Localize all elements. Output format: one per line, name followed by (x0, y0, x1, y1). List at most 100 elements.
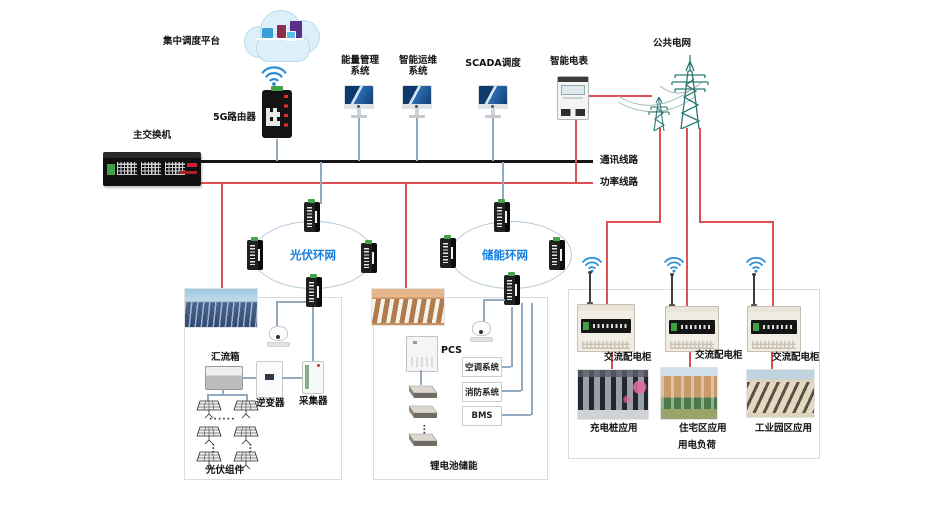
pv-panel-icon (233, 451, 259, 470)
industrial-photo (746, 369, 815, 418)
cabinet3-photo-line (771, 350, 773, 370)
transmission-tower-large-icon (671, 55, 709, 129)
pv-panel-icon (233, 400, 259, 419)
battery-module-icon (408, 433, 438, 446)
storage-farm-photo (371, 288, 445, 326)
combiner-label: 汇流箱 (211, 352, 240, 363)
fire-line-h (500, 390, 521, 392)
fire-tag: 消防系统 (462, 382, 502, 402)
power-line-storage-drop (405, 184, 407, 290)
combiner-branch-v (222, 389, 224, 395)
pv-cam-line-h (277, 301, 306, 303)
antenna-icon (669, 273, 675, 307)
connector-line-ws1 (358, 117, 360, 161)
residential-photo (660, 367, 718, 420)
app1-label: 充电桩应用 (590, 423, 638, 434)
ws3-label: SCADA调度 (465, 58, 521, 69)
storage-station-zone (373, 297, 548, 480)
app3-label: 工业园区应用 (755, 423, 813, 434)
ring-switch-pv-bottom (306, 274, 322, 307)
pv-ring-label: 光伏环网 (290, 248, 336, 262)
battery-ellipsis-v: ··· (418, 424, 428, 435)
cabinet2-photo-line (689, 350, 691, 368)
ws1-monitor-icon (344, 85, 374, 118)
grid-drop-c2 (699, 221, 773, 223)
pv-modules-label: 光伏组件 (206, 465, 245, 476)
smart-meter-icon (557, 76, 589, 120)
power-bus-line (199, 182, 593, 184)
pv-cam-line-v (276, 301, 278, 326)
connector-line-router (276, 139, 278, 161)
pv-panel-icon (196, 451, 222, 470)
pv-panel-icon (196, 400, 222, 419)
grid-drop-a3 (606, 221, 608, 306)
comm-bus-line (199, 160, 593, 163)
st-cam-line-h (483, 299, 505, 301)
cabinet1-photo-line (611, 350, 613, 370)
pv-ellipsis: ······ (209, 415, 236, 425)
ws2-monitor-icon (402, 85, 432, 118)
ws1-label: 能量管理系统 (340, 55, 379, 77)
st-cam-line-v (483, 299, 485, 321)
charging-station-photo (577, 369, 649, 420)
5g-router-label: 5G路由器 (213, 112, 256, 123)
ring-switch-st-left (440, 235, 456, 268)
cloud-platform-label: 集中调度平台 (163, 36, 221, 47)
connector-line-pv-ring (320, 162, 322, 204)
grid-drop-a1 (659, 128, 661, 222)
grid-drop-b (686, 128, 688, 308)
power-line-meter-grid (587, 95, 652, 97)
pcs-battery-line (420, 370, 422, 385)
cabinet2-label: 交流配电柜 (695, 350, 743, 361)
load-section-label: 用电负荷 (678, 440, 717, 451)
wifi-icon-cabinet3 (745, 256, 767, 273)
wifi-icon-router (261, 66, 287, 86)
hvac-line-v (511, 307, 513, 367)
pv-ellipsis-v: ··· (207, 443, 217, 454)
cloud-server-cyan-icon (286, 31, 296, 41)
comm-line-label: 通讯线路 (600, 155, 639, 166)
ring-switch-pv-left (247, 237, 263, 270)
storage-camera-icon (470, 321, 493, 342)
collector-label: 采集器 (299, 396, 328, 407)
pcs-label: PCS (441, 345, 462, 356)
smart-meter-label: 智能电表 (550, 56, 589, 67)
pv-panel-icon (196, 426, 222, 445)
pv-farm-photo (184, 288, 258, 328)
cabinet1-label: 交流配电柜 (604, 352, 652, 363)
bms-tag: BMS (462, 406, 502, 426)
public-grid-label: 公共电网 (653, 38, 692, 49)
ring-switch-pv-top (304, 199, 320, 232)
ring-switch-st-bottom (504, 272, 520, 305)
5g-router-icon (262, 86, 292, 138)
combiner-branch-h (207, 394, 247, 396)
combiner-box-icon (205, 366, 243, 390)
wifi-icon-cabinet1 (581, 256, 603, 273)
connector-line-ws3 (492, 117, 494, 161)
cabinet3-label: 交流配电柜 (772, 352, 820, 363)
pcs-icon (406, 336, 438, 372)
antenna-icon (587, 271, 593, 305)
ws3-monitor-icon (478, 85, 508, 118)
ac-cabinet3-icon (747, 306, 801, 352)
ac-cabinet1-icon (577, 304, 635, 352)
grid-drop-c1 (699, 128, 701, 222)
battery-module-icon (408, 405, 438, 418)
bms-line-h (500, 414, 531, 416)
cloud-server-red-icon (277, 25, 286, 38)
ring-switch-pv-right (361, 240, 377, 273)
main-switch-label: 主交换机 (133, 130, 172, 141)
combiner-inverter-line (242, 377, 256, 379)
power-line-meter-drop (575, 118, 577, 183)
antenna-icon (751, 273, 757, 307)
connector-line-storage-ring (502, 162, 504, 204)
main-switch-icon (103, 152, 201, 186)
grid-drop-a2 (606, 221, 661, 223)
inverter-icon (256, 361, 283, 398)
power-line-label: 功率线路 (600, 177, 639, 188)
cloud-server-blue-icon (262, 28, 273, 38)
storage-station-label: 锂电池储能 (430, 461, 478, 472)
wifi-icon-cabinet2 (663, 256, 685, 273)
app2-label: 住宅区应用 (679, 423, 727, 434)
